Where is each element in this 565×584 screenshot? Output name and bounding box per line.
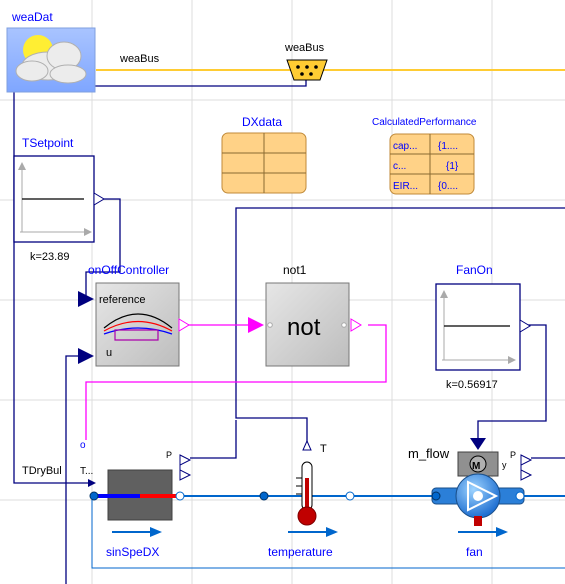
- controller-u-port[interactable]: [78, 348, 94, 364]
- flow-arrow-icon: [112, 527, 162, 537]
- coil-port-o-label: o: [80, 440, 86, 451]
- tsetpoint-output-port[interactable]: [93, 192, 105, 206]
- thermometer-icon: [296, 461, 317, 526]
- fan-outlet-port[interactable]: [515, 491, 525, 501]
- tsetpoint-param: k=23.89: [30, 251, 69, 263]
- fanon-param: k=0.56917: [446, 379, 498, 391]
- fanon-name: FanOn: [456, 263, 493, 277]
- calc-perf-cell: cap...: [393, 141, 417, 152]
- temperature-port-label: T: [320, 443, 327, 455]
- controller-reference-label: reference: [99, 294, 145, 306]
- controller-output-port[interactable]: [178, 318, 190, 332]
- fan-name: fan: [466, 545, 483, 559]
- tdrybul-label: TDryBul: [22, 465, 62, 477]
- not-input-arrow: [248, 317, 264, 333]
- coil-port-t-label: T...: [80, 466, 93, 477]
- fan-inlet-port[interactable]: [431, 491, 441, 501]
- not-to-coil-wire[interactable]: [85, 324, 387, 440]
- coil-inlet-port[interactable]: [89, 491, 99, 501]
- controller-name: onOffController: [88, 263, 169, 277]
- tdrybul-arrow: [88, 479, 96, 487]
- weather-bus-connector-label: weaBus: [284, 42, 325, 54]
- not-name: not1: [283, 263, 307, 277]
- hysteresis-icon: [103, 313, 173, 341]
- motor-icon: [469, 455, 487, 473]
- fan-p-output-port[interactable]: [520, 454, 533, 481]
- cloud-icon: [15, 41, 87, 84]
- coil-p-output-port[interactable]: [179, 454, 192, 481]
- not-symbol: not: [287, 314, 321, 341]
- controller-reference-port[interactable]: [78, 291, 94, 307]
- coil-block[interactable]: o T... TDryBul P sinSpeDX: [22, 440, 192, 559]
- coil-port-p-label: P: [166, 450, 172, 460]
- temperature-outlet-port[interactable]: [345, 491, 355, 501]
- temperature-block[interactable]: T temperature: [259, 439, 355, 559]
- tsetpoint-wire[interactable]: [85, 198, 121, 299]
- fanon-output-port[interactable]: [519, 319, 531, 333]
- controller-u-wire[interactable]: [235, 207, 565, 443]
- controller-block[interactable]: onOffController reference u: [78, 263, 190, 367]
- weather-block[interactable]: weaDat: [6, 10, 96, 93]
- not-output-port[interactable]: [350, 318, 362, 332]
- fanon-block[interactable]: FanOn k=0.56917: [435, 263, 531, 391]
- weather-name: weaDat: [11, 10, 53, 24]
- calc-perf-cell: c...: [393, 161, 406, 172]
- fanon-wire[interactable]: [477, 324, 547, 442]
- calc-perf-cell: {1....: [438, 141, 458, 152]
- fan-block[interactable]: m_flow M P y fan: [408, 438, 533, 559]
- coil-outlet-port[interactable]: [175, 491, 185, 501]
- temperature-inlet-port[interactable]: [259, 491, 269, 501]
- temp-feedback-wire[interactable]: [65, 355, 78, 584]
- calc-perf-cell: EIR...: [393, 181, 418, 192]
- weather-bus-label: weaBus: [119, 53, 160, 65]
- calc-perf-name: CalculatedPerformance: [372, 117, 477, 128]
- tsetpoint-name: TSetpoint: [22, 136, 74, 150]
- fan-mflow-label: m_flow: [408, 446, 450, 461]
- fluid-loop[interactable]: [91, 496, 565, 569]
- dx-data-name: DXdata: [242, 115, 282, 129]
- temperature-name: temperature: [268, 545, 333, 559]
- calc-perf-cell: {0....: [438, 181, 458, 192]
- tsetpoint-block[interactable]: TSetpoint k=23.89: [13, 136, 105, 263]
- coil-name: sinSpeDX: [106, 545, 159, 559]
- fan-motor-label: M: [472, 461, 480, 472]
- fan-p-label: P: [510, 450, 516, 460]
- fan-mflow-input-port[interactable]: [470, 438, 486, 450]
- flow-arrow-icon: [288, 527, 338, 537]
- calc-perf-cell: {1}: [446, 161, 459, 172]
- flow-arrow-icon: [458, 527, 508, 537]
- dx-data-block[interactable]: DXdata: [221, 115, 307, 194]
- coil-p-wire[interactable]: [190, 420, 237, 459]
- calc-perf-block[interactable]: CalculatedPerformance cap... {1.... c...…: [372, 117, 477, 195]
- bus-connector-icon[interactable]: [286, 59, 328, 81]
- not-block[interactable]: not1 not: [265, 263, 362, 367]
- controller-u-label: u: [106, 347, 112, 359]
- fan-y-label: y: [502, 460, 507, 470]
